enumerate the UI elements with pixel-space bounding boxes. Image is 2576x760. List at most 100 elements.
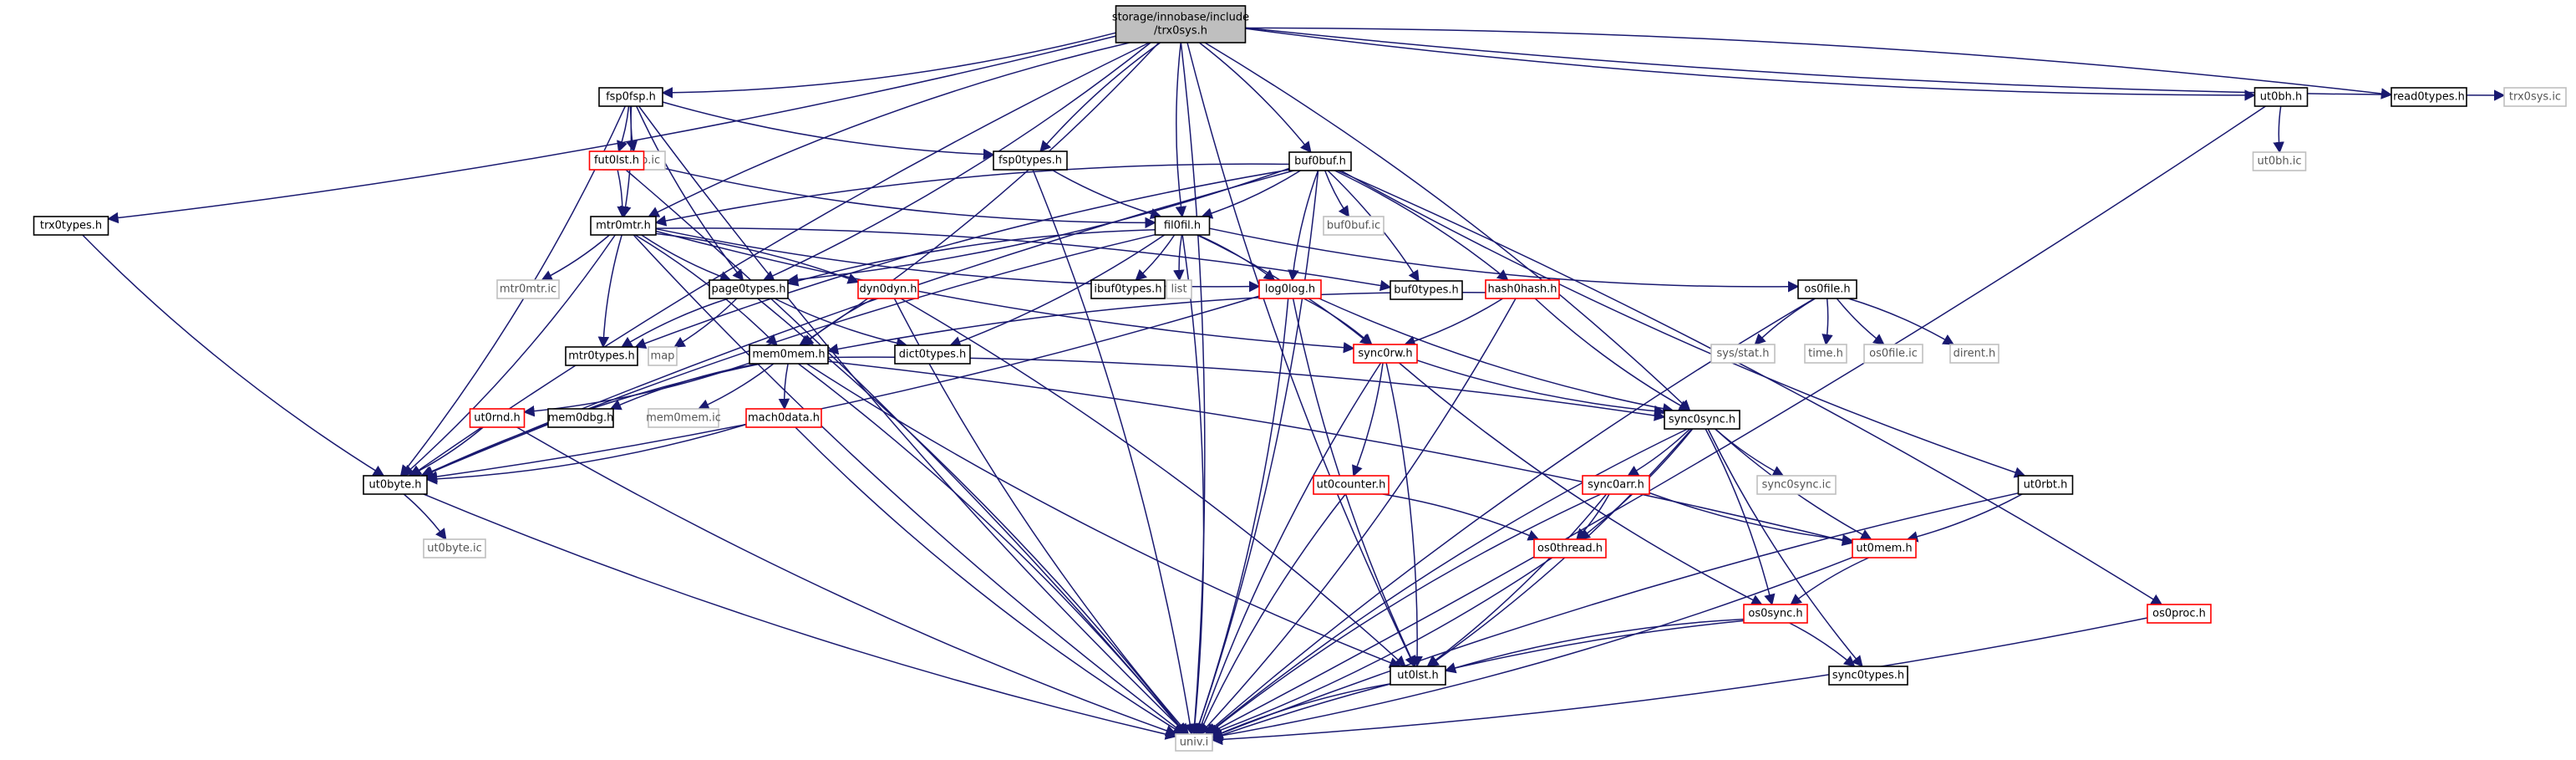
node-label: hash0hash.h <box>1487 283 1557 296</box>
node-label: mem0dbg.h <box>548 412 614 425</box>
node-buf0types-h[interactable]: buf0types.h <box>1390 280 1463 300</box>
node-ut0counter-h[interactable]: ut0counter.h <box>1313 475 1390 495</box>
node-label: dirent.h <box>1954 348 1996 360</box>
node-fsp0fsp-h[interactable]: fsp0fsp.h <box>598 87 663 107</box>
node-sync0types-h[interactable]: sync0types.h <box>1828 666 1908 686</box>
edge-sync0rw_h-to-ut0lst_h <box>1385 362 1423 668</box>
edge-trx0sys_h-to-read0types_h <box>1245 27 2393 99</box>
edge-mtr0mtr_h-to-buf0types_h <box>655 227 1392 292</box>
node-label: log0log.h <box>1265 283 1315 296</box>
node-ut0rbt-h[interactable]: ut0rbt.h <box>2017 475 2074 495</box>
node-sync0arr-h[interactable]: sync0arr.h <box>1582 475 1650 495</box>
node-ut0lst-h[interactable]: ut0lst.h <box>1390 666 1446 686</box>
edge-mtr0mtr_h-to-ut0byte_h <box>402 234 616 477</box>
node-label: fut0lst.h <box>594 155 639 167</box>
edge-buf0buf_h-to-log0log_h <box>1288 170 1319 282</box>
node-box <box>1166 279 1192 299</box>
node-label: dyn0dyn.h <box>859 283 917 296</box>
node-ut0rnd-h[interactable]: ut0rnd.h <box>469 408 526 428</box>
node-fil0fil-h[interactable]: fil0fil.h <box>1154 216 1211 236</box>
node-mtr0mtr-h[interactable]: mtr0mtr.h <box>590 216 657 236</box>
node-box <box>709 279 789 299</box>
node-ut0byte-ic[interactable]: ut0byte.ic <box>423 538 486 559</box>
node-label: storage/innobase/include <box>1112 12 1249 24</box>
node-ut0mem-h[interactable]: ut0mem.h <box>1852 538 1917 559</box>
node-ut0byte-h[interactable]: ut0byte.h <box>363 475 428 495</box>
node-hash0hash-h[interactable]: hash0hash.h <box>1485 279 1560 299</box>
node-sync0sync-ic[interactable]: sync0sync.ic <box>1756 475 1837 495</box>
node-trx0sys-h[interactable]: storage/innobase/include/trx0sys.h <box>1112 5 1249 43</box>
edge-mach0data_h-to-univ_i <box>795 426 1185 735</box>
node-mem0dbg-h[interactable]: mem0dbg.h <box>547 408 614 428</box>
node-box <box>1175 733 1213 752</box>
node-mem0mem-h[interactable]: mem0mem.h <box>749 344 829 365</box>
edge-log0log_h-to-univ_i <box>1193 298 1289 736</box>
node-mtr0types-h[interactable]: mtr0types.h <box>565 346 638 366</box>
node-dirent-h[interactable]: dirent.h <box>1949 344 1999 364</box>
node-label: dict0types.h <box>899 349 967 361</box>
node-ut0bh-h[interactable]: ut0bh.h <box>2253 87 2309 107</box>
edge-page0types_h-to-mtr0types_h <box>621 298 729 348</box>
node-label: mtr0types.h <box>568 350 635 363</box>
edge-buf0buf_h-to-ut0byte_h <box>420 170 1294 477</box>
node-box <box>1863 344 1923 364</box>
node-buf0buf-h[interactable]: buf0buf.h <box>1288 151 1352 171</box>
edge-mem0mem_h-to-ut0mem_h <box>827 360 1854 546</box>
node-label: ut0rnd.h <box>474 412 521 425</box>
node-label: buf0buf.h <box>1294 156 1346 168</box>
edge-sync0sync_h-to-sync0arr_h <box>1627 428 1691 477</box>
node-fsp0types-h[interactable]: fsp0types.h <box>993 150 1068 171</box>
node-box <box>1390 666 1446 686</box>
edge-os0file_h-to-sys_stat_h <box>1754 298 1816 345</box>
node-fut0lst-h[interactable]: fut0lst.h <box>588 150 645 171</box>
node-dict0types-h[interactable]: dict0types.h <box>894 344 971 365</box>
node-box <box>423 538 486 559</box>
node-box <box>1743 604 1808 624</box>
node-mem0mem-ic[interactable]: mem0mem.ic <box>646 408 721 428</box>
node-page0types-h[interactable]: page0types.h <box>709 279 789 299</box>
node-ibuf0types-h[interactable]: ibuf0types.h <box>1090 279 1166 299</box>
node-sync0rw-h[interactable]: sync0rw.h <box>1353 344 1418 364</box>
node-read0types-h[interactable]: read0types.h <box>2391 87 2467 107</box>
edge-hash0hash_h-to-univ_i <box>1199 298 1517 735</box>
edge-fsp0fsp_h-to-fsp0types_h <box>662 101 995 161</box>
edge-sync0arr_h-to-os0thread_h <box>1576 493 1610 540</box>
node-box <box>2503 87 2567 107</box>
node-box <box>1852 538 1917 559</box>
edge-trx0sys_h-to-trx0types_h <box>107 35 1116 224</box>
edge-ut0rbt_h-to-univ_i <box>1211 492 2019 739</box>
node-map[interactable]: map <box>648 346 678 366</box>
edge-fsp0types_h-to-univ_i <box>1032 169 1196 736</box>
edge-mtr0mtr_h-to-log0log_h <box>655 227 1261 293</box>
node-box <box>1390 280 1463 300</box>
node-log0log-h[interactable]: log0log.h <box>1258 279 1322 299</box>
edge-trx0sys_h-to-ut0byte_h <box>409 42 1150 477</box>
node-mach0data-h[interactable]: mach0data.h <box>745 408 822 428</box>
node-trx0sys-ic[interactable]: trx0sys.ic <box>2503 87 2567 107</box>
node-buf0buf-ic[interactable]: buf0buf.ic <box>1323 216 1385 236</box>
node-os0sync-h[interactable]: os0sync.h <box>1743 604 1808 624</box>
node-time-h[interactable]: time.h <box>1804 344 1847 364</box>
node-ut0bh-ic[interactable]: ut0bh.ic <box>2252 151 2307 171</box>
node-list[interactable]: list <box>1166 279 1192 299</box>
node-univ-i[interactable]: univ.i <box>1175 733 1213 752</box>
node-box <box>1485 279 1560 299</box>
node-trx0types-h[interactable]: trx0types.h <box>33 216 109 236</box>
node-os0thread-h[interactable]: os0thread.h <box>1533 538 1607 559</box>
node-label: mtr0mtr.h <box>596 220 651 232</box>
node-dyn0dyn-h[interactable]: dyn0dyn.h <box>857 279 919 299</box>
node-os0proc-h[interactable]: os0proc.h <box>2147 604 2212 624</box>
node-sync0sync-h[interactable]: sync0sync.h <box>1664 410 1740 430</box>
node-os0file-ic[interactable]: os0file.ic <box>1863 344 1923 364</box>
edge-mem0mem_h-to-mach0data_h <box>778 363 790 411</box>
edge-hash0hash_h-to-sync0rw_h <box>1404 298 1503 347</box>
node-os0file-h[interactable]: os0file.h <box>1797 279 1857 299</box>
edge-sync0sync_h-to-univ_i <box>1206 428 1689 735</box>
node-label: trx0sys.ic <box>2509 91 2561 104</box>
edge-fut0lst_h-to-mtr0mtr_h <box>617 169 628 218</box>
node-mtr0mtr-ic[interactable]: mtr0mtr.ic <box>496 279 560 299</box>
node-sys-stat-h[interactable]: sys/stat.h <box>1710 344 1776 364</box>
node-label: ut0bh.ic <box>2258 156 2302 168</box>
edge-os0thread_h-to-univ_i <box>1209 557 1553 737</box>
node-box <box>1756 475 1837 495</box>
